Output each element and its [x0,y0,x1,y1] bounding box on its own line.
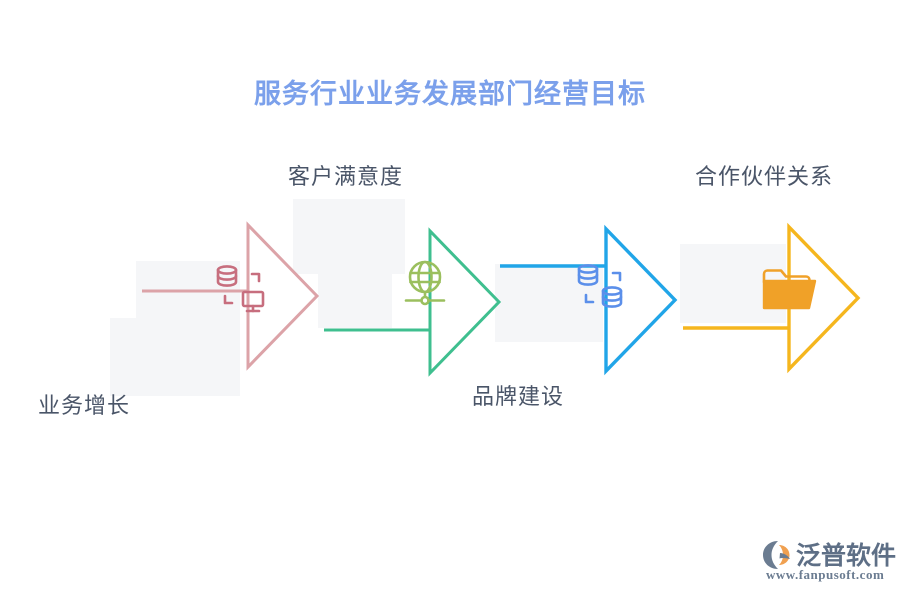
stage-label-2: 客户满意度 [288,164,404,189]
decor-square [293,199,405,274]
brand-mark-icon [762,540,796,570]
dual-database-icon [576,262,630,316]
stage-arrow-4 [681,222,861,374]
stage-arrow-1 [140,221,320,371]
page-title: 服务行业业务发展部门经营目标 [254,79,646,109]
watermark-logo: 泛普软件 www.fanpusoft.com [762,536,896,588]
brand-name: 泛普软件 [796,542,897,570]
folder-icon [762,268,818,316]
decor-square [495,264,603,342]
decor-square [110,318,240,396]
globe-network-icon [398,258,452,312]
stage-label-1: 业务增长 [38,393,131,418]
stage-label-3: 品牌建设 [472,384,565,409]
decor-square [318,272,392,328]
database-monitor-icon [215,262,269,316]
stage-arrow-2 [322,227,502,377]
stage-label-4: 合作伙伴关系 [695,164,834,189]
brand-url: www.fanpusoft.com [766,567,885,582]
